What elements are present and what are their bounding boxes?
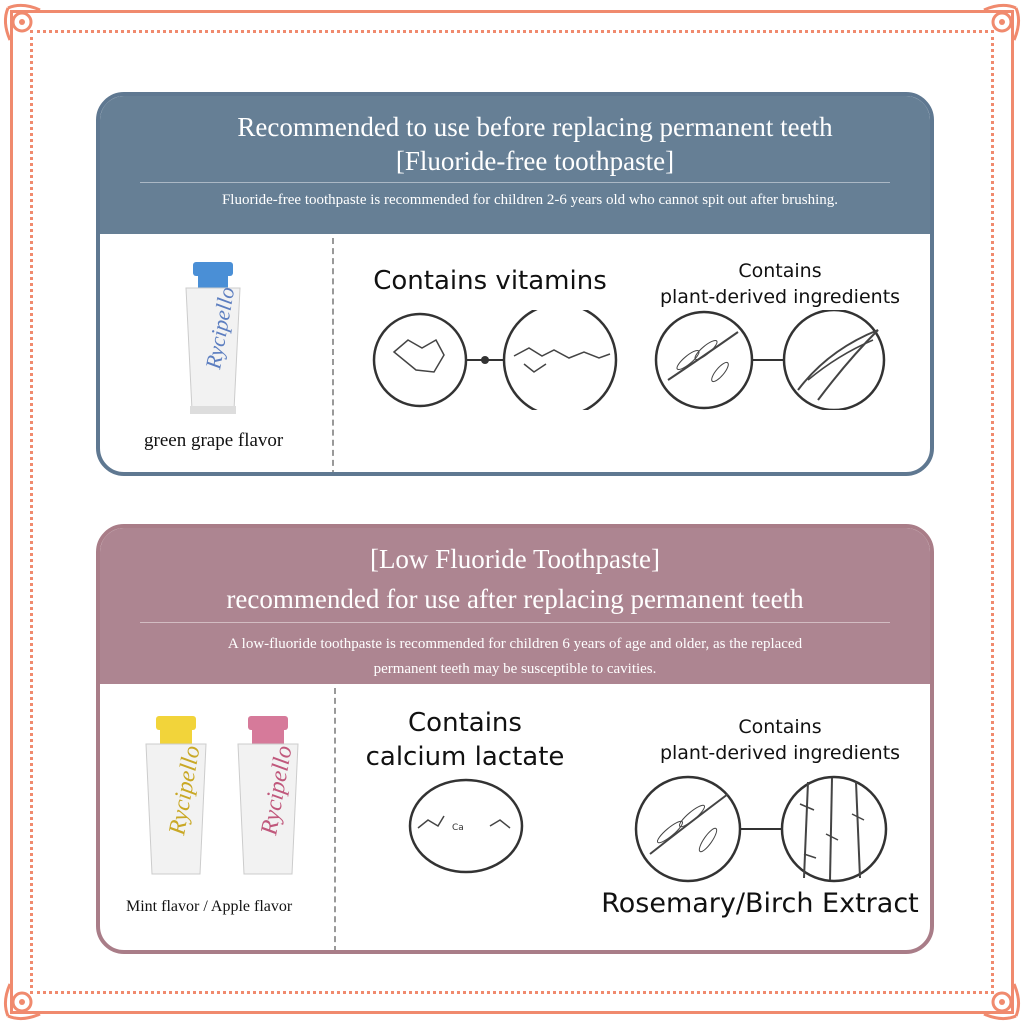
plant-ingredients-diagram [654,310,886,410]
dotted-border [30,30,994,994]
plant-label-line1: Contains [738,716,822,738]
vitamin-molecule-diagram [372,310,618,410]
dashed-divider [332,238,334,472]
product-flavor: green grape flavor [144,430,284,451]
dashed-divider [334,688,336,950]
section-title-line1: Recommended to use before replacing perm… [237,112,833,142]
section-description: Fluoride-free toothpaste is recommended … [221,192,839,208]
panel-header: Recommended to use before replacing perm… [100,96,930,234]
vitamins-label: Contains vitamins [373,266,607,296]
product-flavor: Mint flavor / Apple flavor [126,898,293,915]
panel-header: [Low Fluoride Toothpaste] recommended fo… [100,528,930,684]
section-title-line2: recommended for use after replacing perm… [226,584,804,614]
section-title-line2: [Fluoride-free toothpaste] [395,146,675,176]
calcium-label-line2: calcium lactate [365,742,565,772]
decorative-frame [10,10,1014,1014]
molecule-text: Ca [452,823,464,833]
fluoride-free-panel: Recommended to use before replacing perm… [96,92,934,476]
plant-label-line2: plant-derived ingredients [659,742,901,764]
extract-label: Rosemary/Birch Extract [601,888,919,919]
corner-ornament-icon [983,3,1021,41]
rosemary-birch-diagram [634,775,888,883]
section-description-line2: permanent teeth may be susceptible to ca… [373,661,657,677]
section-description-line1: A low-fluoride toothpaste is recommended… [227,636,803,652]
calcium-molecule-diagram: Ca [408,778,524,874]
toothpaste-tube-image: Rycipello [145,716,207,875]
section-title-line1: [Low Fluoride Toothpaste] [369,544,661,574]
toothpaste-tube-image: Rycipello [185,262,241,414]
calcium-label-line1: Contains [408,708,522,738]
corner-ornament-icon [3,3,41,41]
divider [140,182,890,183]
plant-label-line1: Contains [738,260,822,282]
divider [140,622,890,623]
plant-label-line2: plant-derived ingredients [659,286,901,308]
toothpaste-tube-image: Rycipello [237,716,299,875]
low-fluoride-panel: [Low Fluoride Toothpaste] recommended fo… [96,524,934,954]
corner-ornament-icon [983,983,1021,1021]
corner-ornament-icon [3,983,41,1021]
